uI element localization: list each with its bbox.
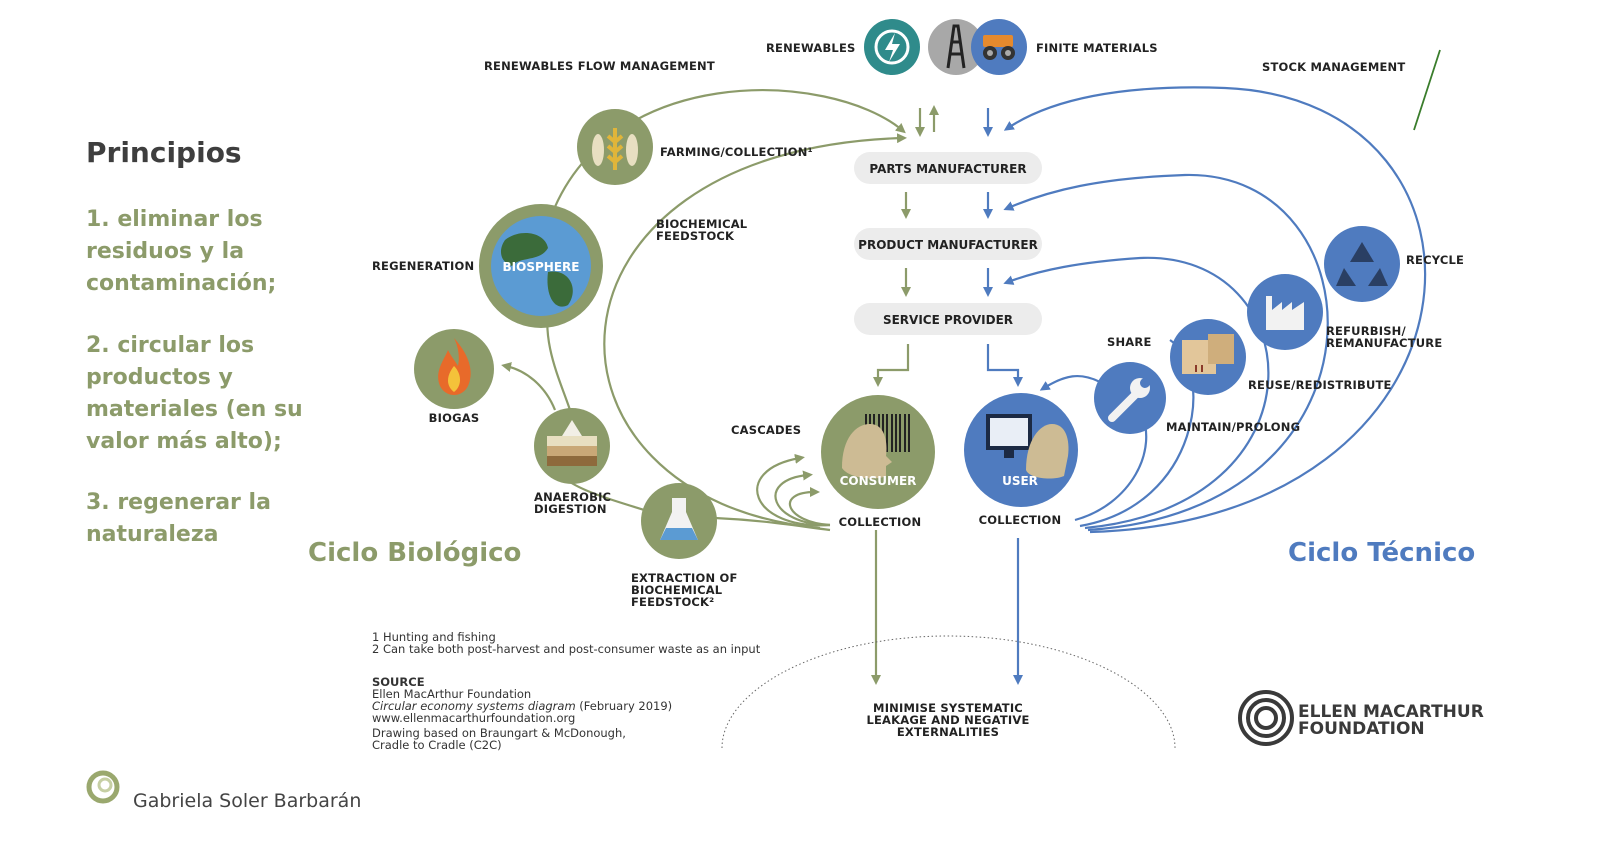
farming-icon	[577, 109, 653, 185]
stock-management-label: STOCK MANAGEMENT	[1262, 60, 1405, 74]
principle-3-line: 3. regenerar la	[86, 490, 271, 515]
principle-1-line: 1. eliminar los	[86, 207, 263, 232]
consumer-icon	[821, 395, 935, 509]
recycle-icon	[1324, 226, 1400, 302]
principle-3: 3. regenerar la naturaleza	[86, 487, 316, 551]
principles-heading: Principios	[86, 136, 242, 169]
principle-1-line: contaminación;	[86, 271, 277, 296]
maintain-prolong-label: MAINTAIN/PROLONG	[1166, 420, 1300, 434]
extraction-label-1: EXTRACTION OF	[631, 571, 738, 585]
bio-flow-lines	[501, 89, 939, 685]
finite-materials-label: FINITE MATERIALS	[1036, 41, 1158, 55]
source-org: Ellen MacArthur Foundation	[372, 687, 531, 701]
user-label: USER	[1002, 474, 1038, 488]
wrench-icon	[1094, 362, 1166, 434]
refurbish-label-2: REMANUFACTURE	[1326, 336, 1442, 350]
anaerobic-label-2: DIGESTION	[534, 502, 607, 516]
cascades-label: CASCADES	[731, 423, 801, 437]
principle-1: 1. eliminar los residuos y la contaminac…	[86, 204, 316, 300]
product-manufacturer-label: PRODUCT MANUFACTURER	[858, 238, 1038, 252]
source-title: Circular economy systems diagram (Februa…	[372, 699, 672, 713]
parts-manufacturer-label: PARTS MANUFACTURER	[869, 162, 1026, 176]
principle-1-line: residuos y la	[86, 239, 245, 264]
emf-logo-icon	[1238, 690, 1294, 746]
extraction-label-2: BIOCHEMICAL	[631, 583, 723, 597]
regeneration-label: REGENERATION	[372, 259, 474, 273]
reuse-redistribute-label: REUSE/REDISTRIBUTE	[1248, 378, 1392, 392]
leakage-label-2: LEAKAGE AND NEGATIVE	[866, 713, 1029, 727]
leakage-boundary	[721, 635, 1176, 749]
extraction-label-3: FEEDSTOCK²	[631, 595, 714, 609]
extraction-flask-icon	[641, 483, 717, 559]
mining-truck-icon	[971, 19, 1027, 75]
author-name: Gabriela Soler Barbarán	[133, 790, 362, 812]
footnote-2: 2 Can take both post-harvest and post-co…	[372, 642, 761, 656]
source-url: www.ellenmacarthurfoundation.org	[372, 711, 575, 725]
bio-cycle-title: Ciclo Biológico	[308, 538, 522, 568]
collection-bio-label: COLLECTION	[839, 515, 922, 529]
footnote-1: 1 Hunting and fishing	[372, 630, 496, 644]
farming-collection-label: FARMING/COLLECTION¹	[660, 145, 813, 159]
refurbish-label-1: REFURBISH/	[1326, 324, 1407, 338]
renewables-flow-management-label: RENEWABLES FLOW MANAGEMENT	[484, 59, 715, 73]
parts-manufacturer-pill: PARTS MANUFACTURER	[854, 152, 1042, 184]
source-title-date: (February 2019)	[576, 699, 673, 713]
service-provider-pill: SERVICE PROVIDER	[854, 303, 1042, 335]
principle-2-line: materiales (en su	[86, 397, 303, 422]
leakage-label-1: MINIMISE SYSTEMATIC	[873, 701, 1023, 715]
collection-tech-label: COLLECTION	[979, 513, 1062, 527]
principle-3-line: naturaleza	[86, 522, 219, 547]
source-drawing-2: Cradle to Cradle (C2C)	[372, 738, 502, 752]
biosphere-icon	[479, 204, 603, 328]
service-provider-label: SERVICE PROVIDER	[883, 313, 1013, 327]
factory-icon	[1247, 274, 1323, 350]
principle-2-line: productos y	[86, 365, 233, 390]
oil-rig-icon	[928, 19, 984, 75]
principle-2-line: 2. circular los	[86, 333, 255, 358]
pen-stroke-mark	[1413, 49, 1441, 131]
user-icon	[964, 393, 1078, 507]
anaerobic-digestion-icon	[534, 408, 610, 484]
renewables-icon	[864, 19, 920, 75]
biochemical-feedstock-label-1: BIOCHEMICAL	[656, 217, 748, 231]
source-heading: SOURCE	[372, 675, 425, 689]
biogas-flame-icon	[414, 329, 494, 409]
boxes-icon	[1170, 319, 1246, 395]
biogas-label: BIOGAS	[429, 411, 480, 425]
source-title-italic: Circular economy systems diagram	[372, 699, 576, 713]
leakage-label-3: EXTERNALITIES	[897, 725, 999, 739]
principle-2: 2. circular los productos y materiales (…	[86, 330, 316, 458]
biochemical-feedstock-label-2: FEEDSTOCK	[656, 229, 735, 243]
author-logo-icon	[86, 770, 120, 804]
biosphere-label: BIOSPHERE	[503, 260, 580, 274]
tech-cycle-title: Ciclo Técnico	[1288, 538, 1476, 568]
anaerobic-label-1: ANAEROBIC	[534, 490, 611, 504]
source-drawing-1: Drawing based on Braungart & McDonough,	[372, 726, 626, 740]
principle-2-line: valor más alto);	[86, 429, 282, 454]
emf-logo-text-1: ELLEN MACARTHUR	[1298, 702, 1484, 722]
product-manufacturer-pill: PRODUCT MANUFACTURER	[854, 228, 1042, 260]
recycle-label: RECYCLE	[1406, 253, 1464, 267]
emf-logo-text-2: FOUNDATION	[1298, 719, 1425, 739]
share-label: SHARE	[1107, 335, 1152, 349]
renewables-label: RENEWABLES	[766, 41, 856, 55]
consumer-label: CONSUMER	[840, 474, 917, 488]
